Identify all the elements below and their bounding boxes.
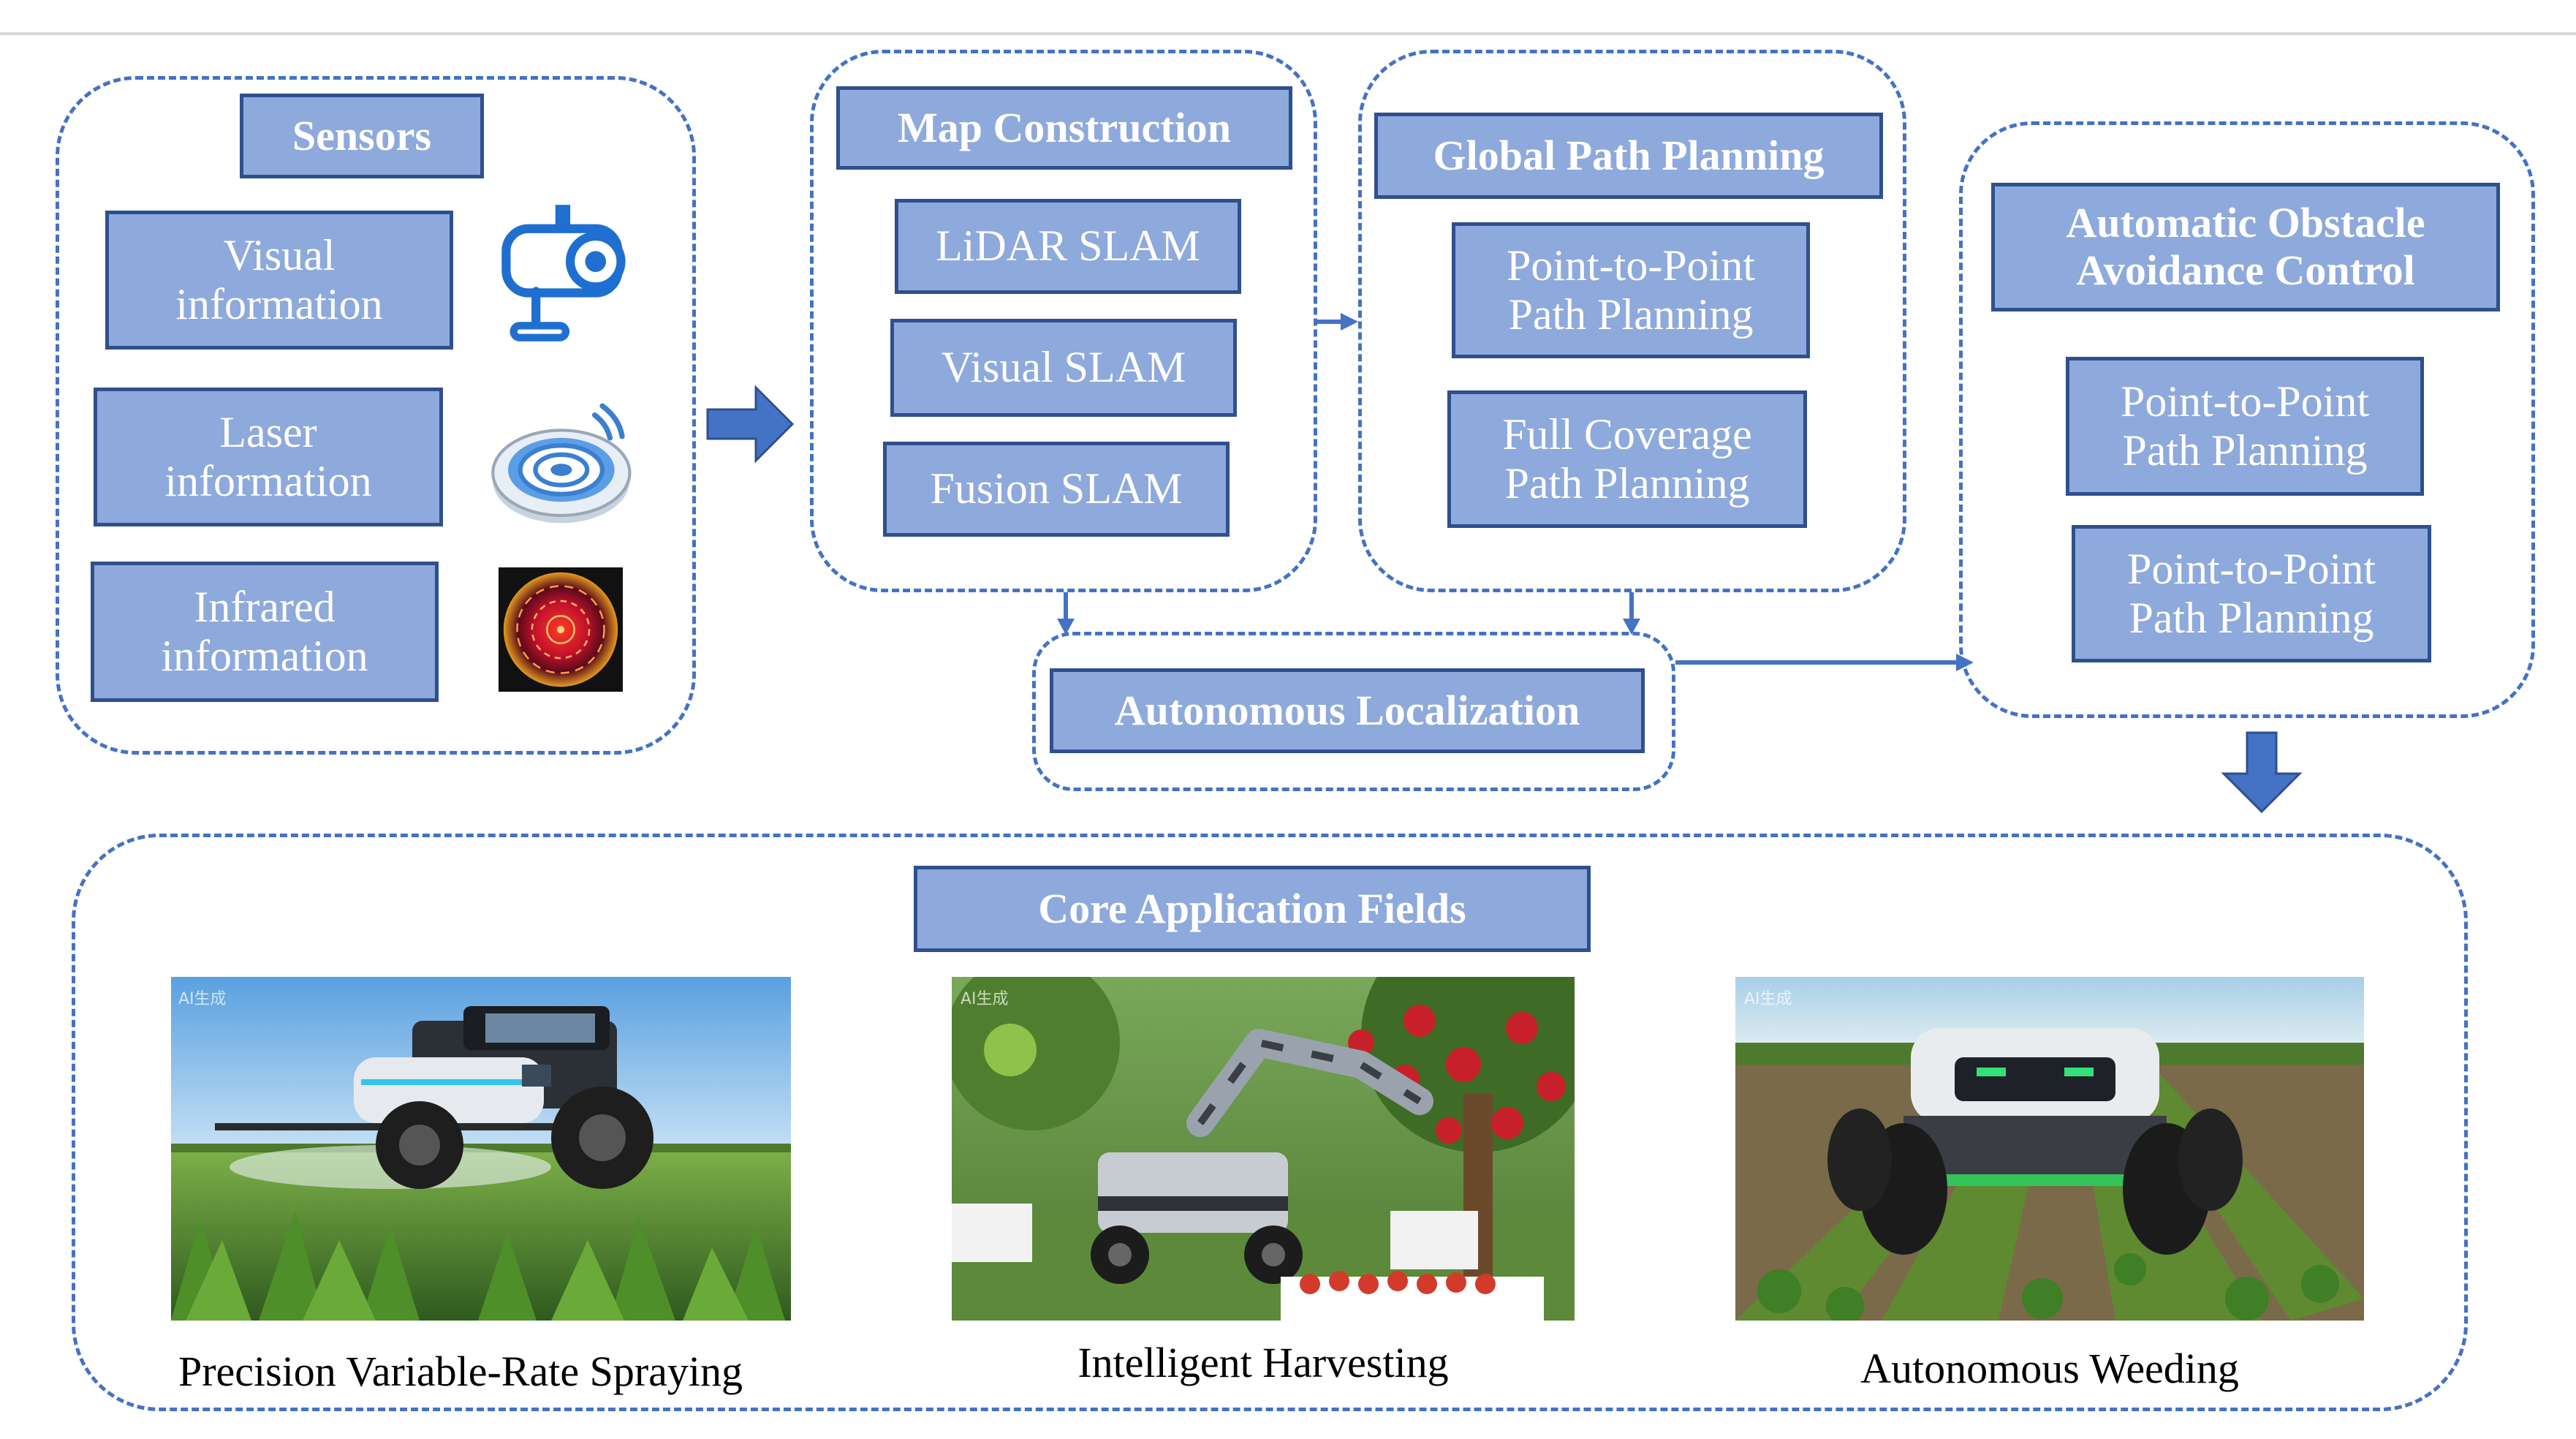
harvesting-robot-photo [952, 977, 1575, 1321]
localization-group [1032, 632, 1675, 791]
sensors-group [56, 76, 696, 755]
map-construction-group [810, 50, 1317, 592]
localization-title: Autonomous Localization [1050, 668, 1645, 753]
map-to-gpp-arrowhead [1341, 313, 1358, 331]
harvesting-caption: Intelligent Harvesting [1077, 1339, 1449, 1386]
visual-slam-box: Visual SLAM [890, 319, 1237, 417]
global-path-planning-title: Global Path Planning [1374, 113, 1883, 199]
map-construction-title: Map Construction [836, 86, 1292, 170]
weeding-caption: Autonomous Weeding [1860, 1345, 2239, 1392]
fusion-slam-box: Fusion SLAM [883, 442, 1230, 537]
core-fields-title: Core Application Fields [914, 866, 1591, 952]
spraying-caption: Precision Variable-Rate Spraying [178, 1348, 743, 1395]
camera-icon [491, 199, 640, 348]
lidar-sensor-icon [488, 383, 640, 535]
obstacle-to-core-arrow [2221, 731, 2303, 814]
core-fields-group [72, 834, 2468, 1411]
sensors-to-map-arrow [706, 385, 795, 464]
photo-watermark: AI生成 [178, 990, 227, 1008]
top-divider-line [0, 32, 2576, 35]
weeding-robot-photo [1735, 977, 2364, 1321]
obstacle-avoidance-group [1959, 121, 2535, 718]
sensors-title: Sensors [240, 94, 484, 178]
photo-watermark: AI生成 [1744, 990, 1792, 1008]
spraying-tractor-photo [171, 977, 791, 1321]
photo-watermark: AI生成 [961, 990, 1009, 1008]
infrared-sensor-icon [499, 567, 623, 692]
global-path-planning-group [1358, 50, 1906, 592]
lidar-slam-box: LiDAR SLAM [895, 199, 1241, 294]
